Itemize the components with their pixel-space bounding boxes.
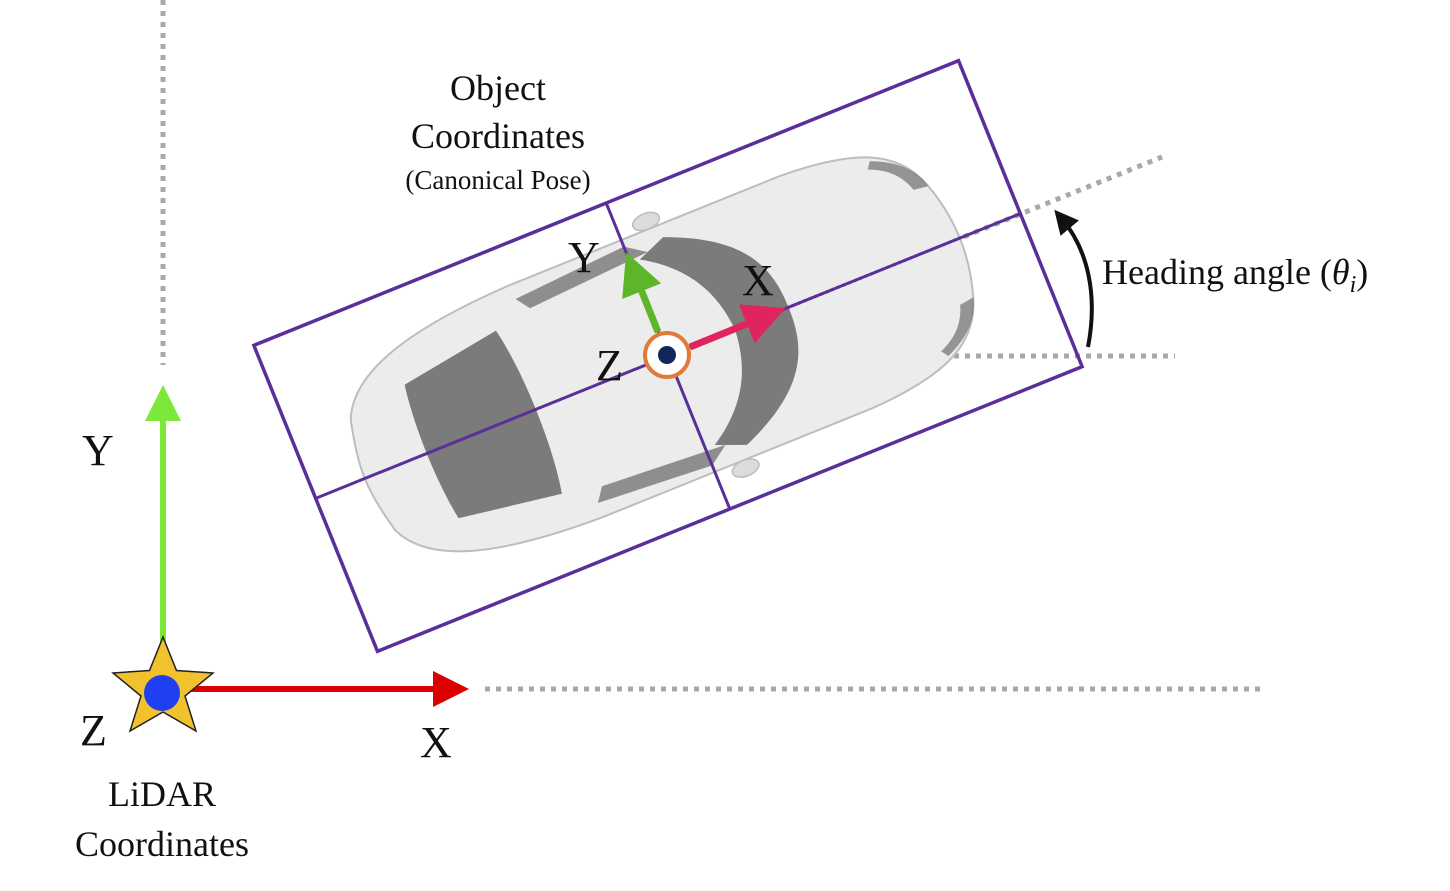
car-side-window-left [515, 246, 648, 309]
heading-angle-label: Heading angle (θi) [1102, 252, 1368, 298]
lidar-z-label: Z [80, 706, 107, 755]
lidar-title-line1: LiDAR [108, 774, 216, 814]
car-mirror-right [731, 458, 760, 478]
lidar-origin-dot [144, 675, 180, 711]
object-title-line1: Object [450, 68, 546, 108]
car-rear-window [404, 330, 562, 519]
heading-theta-symbol: θ [1332, 252, 1350, 292]
box-heading-extension-dotted [786, 238, 956, 310]
car-side-window-right [597, 444, 726, 503]
car-headlight-right [941, 297, 974, 356]
heading-label-prefix: Heading angle ( [1102, 252, 1332, 292]
object-x-label: X [742, 256, 774, 305]
car-mirror-left [631, 211, 661, 232]
lidar-frame-title: LiDAR Coordinates [75, 774, 249, 864]
object-y-label: Y [568, 233, 600, 282]
lidar-y-label: Y [82, 426, 114, 475]
object-origin-dot [658, 346, 676, 364]
car-windshield [639, 237, 799, 445]
heading-theta-subscript: i [1350, 272, 1357, 298]
lidar-axes: Y X Z [80, 385, 469, 767]
heading-label-suffix: ) [1356, 252, 1368, 292]
curved-arrow-icon [1054, 209, 1094, 348]
car-headlight-left [867, 161, 929, 190]
object-y-axis-arrow [622, 252, 662, 334]
object-title-line2: Coordinates [411, 116, 585, 156]
lidar-title-line2: Coordinates [75, 824, 249, 864]
object-frame-title: Object Coordinates (Canonical Pose) [405, 68, 590, 195]
object-subtitle: (Canonical Pose) [405, 165, 590, 195]
object-axes: X Y Z [568, 233, 786, 390]
object-z-label: Z [596, 341, 623, 390]
object-x-axis-arrow [688, 304, 786, 351]
lidar-x-label: X [420, 718, 452, 767]
heading-angle-indicator: Heading angle (θi) [1054, 209, 1368, 348]
